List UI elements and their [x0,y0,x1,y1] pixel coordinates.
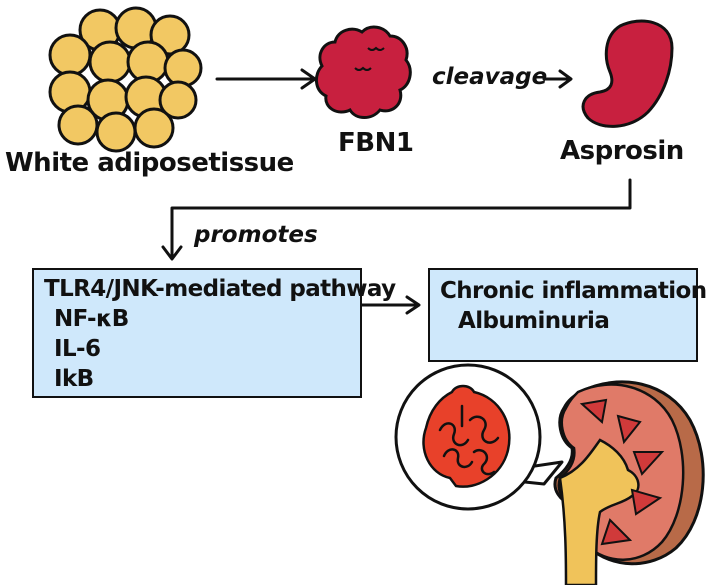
fbn1-protein-icon [315,25,412,119]
pathway-title: TLR4/JNK-mediated pathway [44,276,396,302]
cleavage-label: cleavage [432,64,548,90]
pathway-box: TLR4/JNK-mediated pathway NF-κB IL-6 IkB [32,268,396,398]
glomerulus-icon [394,363,564,511]
arrow-pathway-to-outcome [360,295,421,315]
pathway-item-nfkb: NF-κB [54,306,129,332]
pathway-item-il6: IL-6 [54,336,101,362]
outcome-inflammation: Chronic inflammation [440,278,707,304]
fbn1-label: FBN1 [338,128,414,158]
arrow-adipose-to-fbn1 [215,68,317,90]
promotes-label: promotes [194,222,318,248]
asprosin-protein-icon [581,19,674,128]
arrow-asprosin-to-pathway [161,178,632,261]
outcome-albuminuria: Albuminuria [458,308,610,334]
kidney-icon [553,380,705,585]
arrow-fbn1-to-asprosin [542,69,573,89]
adipose-tissue-icon [48,6,203,153]
outcome-box: Chronic inflammation Albuminuria [428,268,707,362]
adipose-label: White adiposetissue [5,148,294,178]
pathway-item-ikb: IkB [54,366,94,392]
asprosin-label: Asprosin [560,136,684,166]
